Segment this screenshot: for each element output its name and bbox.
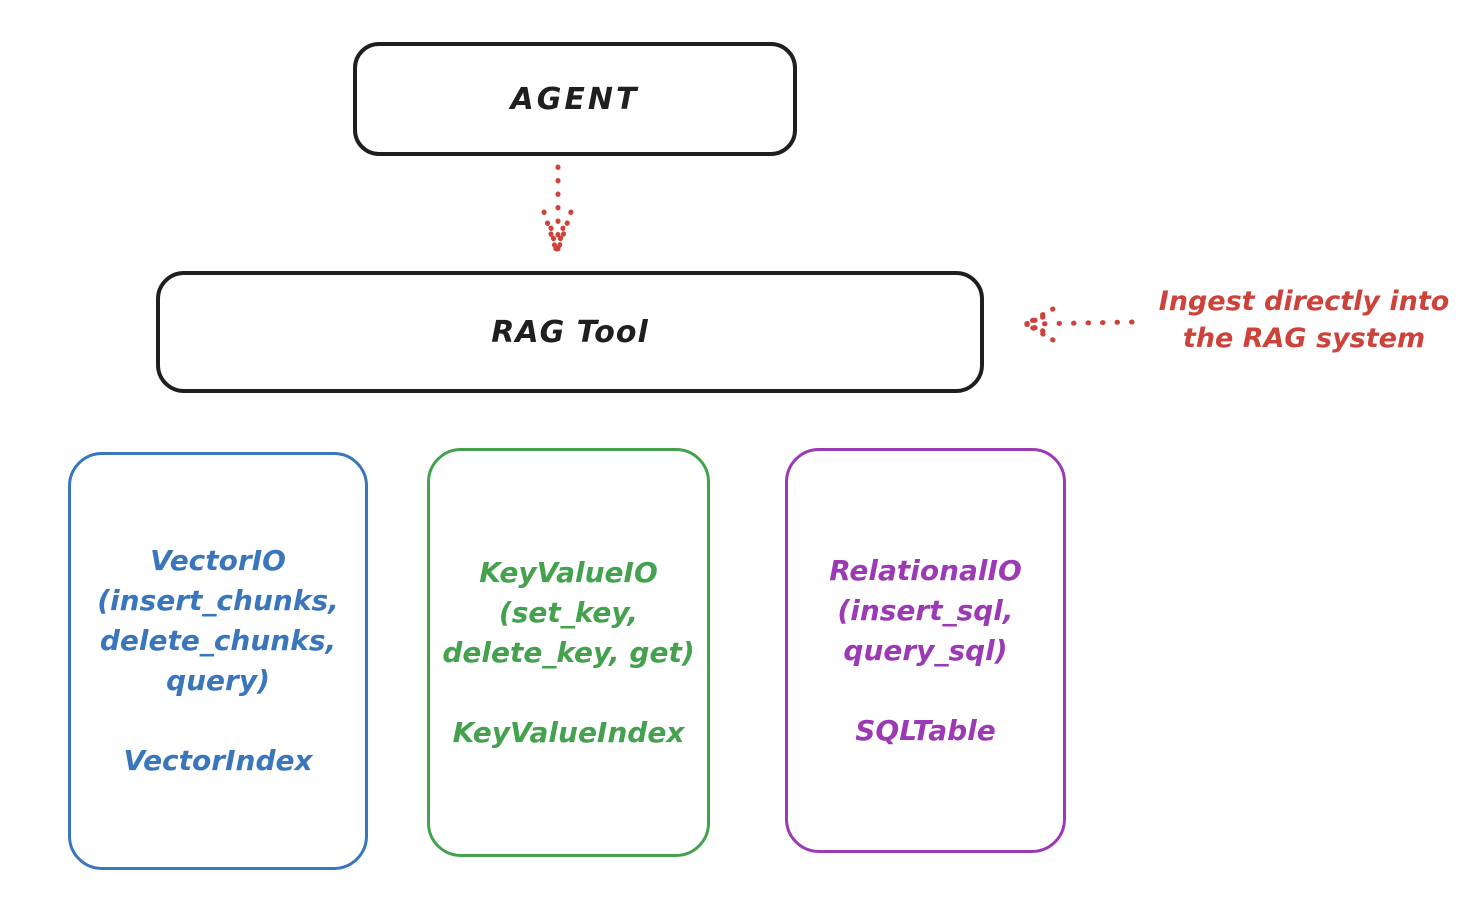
vector-io-signature: VectorIO (insert_chunks, delete_chunks, … (97, 541, 339, 701)
keyvalue-io-signature: KeyValueIO (set_key, delete_key, get) (442, 553, 694, 673)
relational-io-line: query_sql) (843, 633, 1008, 667)
relational-io-node: RelationalIO (insert_sql, query_sql) SQL… (785, 448, 1066, 853)
vector-io-line: delete_chunks, (99, 624, 337, 657)
vector-index-label: VectorIndex (123, 744, 313, 777)
agent-node: AGENT (353, 42, 797, 156)
vector-io-line: query) (166, 664, 270, 697)
vector-io-line: (insert_chunks, (97, 584, 339, 617)
ingest-annotation-line-2: the RAG system (1182, 323, 1426, 354)
relational-io-line: (insert_sql, (837, 593, 1014, 627)
vector-io-line: VectorIO (150, 544, 286, 577)
ingest-annotation: Ingest directly into the RAG system (1124, 283, 1484, 357)
relational-io-line: RelationalIO (829, 553, 1022, 587)
keyvalue-io-node: KeyValueIO (set_key, delete_key, get) Ke… (427, 448, 710, 857)
keyvalue-index-label: KeyValueIndex (452, 715, 685, 749)
agent-node-label: AGENT (510, 81, 640, 117)
ingest-annotation-line-1: Ingest directly into (1158, 286, 1450, 317)
vector-io-node: VectorIO (insert_chunks, delete_chunks, … (68, 452, 368, 870)
ingest-annotation-arrow (1023, 306, 1135, 343)
keyvalue-io-line: KeyValueIO (479, 555, 658, 589)
rag-tool-node: RAG Tool (156, 271, 984, 393)
rag-tool-node-label: RAG Tool (491, 314, 649, 350)
keyvalue-io-line: (set_key, (498, 595, 639, 629)
keyvalue-io-line: delete_key, get) (442, 635, 695, 669)
relational-io-signature: RelationalIO (insert_sql, query_sql) (829, 551, 1022, 671)
sql-table-label: SQLTable (855, 713, 996, 747)
agent-to-rag-arrow (541, 164, 574, 256)
